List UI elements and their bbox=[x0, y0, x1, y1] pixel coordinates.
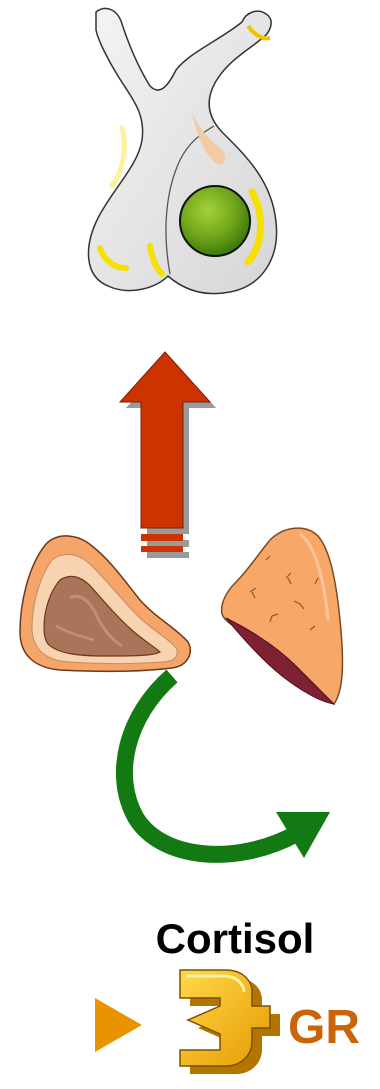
cortisol-label: Cortisol bbox=[140, 918, 330, 960]
adrenal-gland-icon bbox=[222, 528, 343, 704]
gr-label: GR bbox=[288, 1004, 360, 1052]
green-curved-arrow-icon bbox=[124, 676, 330, 858]
red-up-arrow-icon bbox=[120, 352, 216, 558]
pituitary-gland-icon bbox=[89, 8, 277, 293]
orange-triangle-pointer-icon bbox=[95, 998, 142, 1052]
glucocorticoid-receptor-icon bbox=[180, 970, 280, 1074]
